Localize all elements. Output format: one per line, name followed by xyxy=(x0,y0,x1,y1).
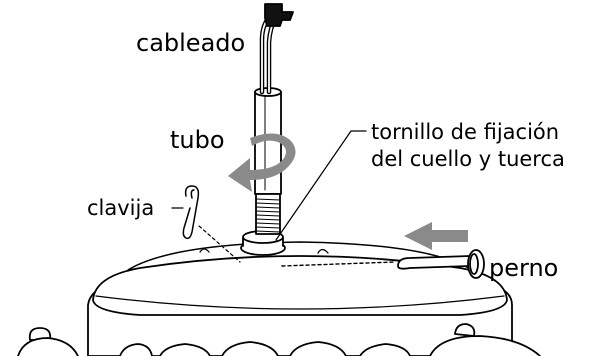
curved-rotation-arrow-icon xyxy=(228,133,296,192)
label-tubo: tubo xyxy=(170,126,225,154)
label-tornillo-line2: del cuello y tuerca xyxy=(371,147,565,171)
wiring xyxy=(259,3,294,95)
label-clavija: clavija xyxy=(87,196,155,220)
leader-lines xyxy=(171,130,367,263)
label-tornillo: tornillo de fijación del cuello y tuerca xyxy=(371,119,565,173)
bolt xyxy=(397,249,485,279)
hairpin-clip xyxy=(182,185,200,240)
label-perno: perno xyxy=(489,254,559,282)
downrod-tube xyxy=(254,87,282,235)
label-cableado: cableado xyxy=(136,29,246,57)
label-tornillo-line1: tornillo de fijación xyxy=(371,120,560,144)
left-arrow-icon xyxy=(404,222,468,250)
motor-housing xyxy=(17,230,541,356)
